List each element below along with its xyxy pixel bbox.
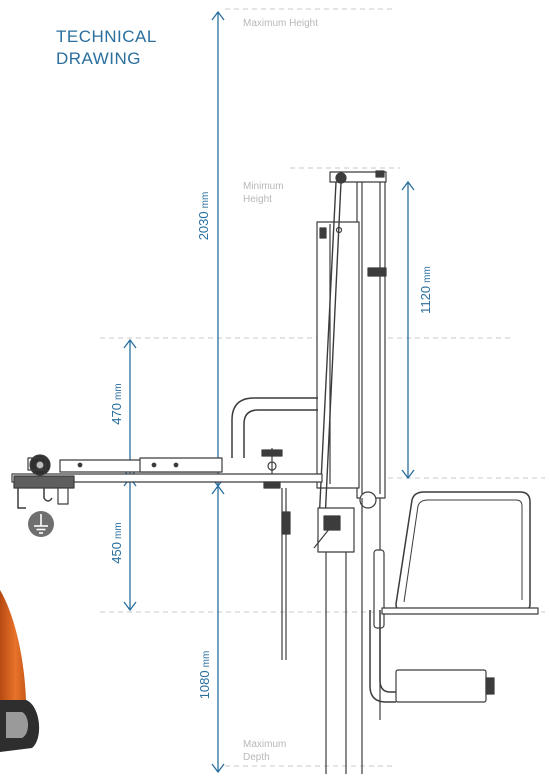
min-height-line-2: Height (243, 194, 272, 205)
title-line-1: TECHNICAL (56, 27, 157, 46)
arm-end-block (13, 475, 75, 489)
min-height-label: Minimum Height (243, 180, 284, 206)
seat-shell (395, 491, 531, 613)
dimension-labels: 2030mm 1120mm 470mm 450mm 1080mm (109, 192, 433, 700)
max-depth-line-2: Depth (243, 752, 270, 763)
dim-upper-arm-label: 470mm (109, 383, 124, 424)
max-height-label: Maximum Height (243, 18, 319, 29)
footrest-cylinder (395, 669, 487, 703)
dim-total-label: 2030mm (196, 192, 211, 241)
dimension-lines (123, 10, 415, 774)
dim-depth-label: 1080mm (197, 651, 212, 700)
max-depth-line-1: Maximum (243, 739, 287, 750)
arm-bar (11, 473, 323, 483)
ground-symbol-icon (28, 511, 54, 537)
title-line-2: DRAWING (56, 49, 142, 68)
min-height-line-1: Minimum (243, 181, 284, 192)
max-depth-label: Maximum Depth (243, 738, 286, 764)
page-title: TECHNICAL DRAWING (56, 26, 157, 70)
inner-column (316, 221, 360, 489)
orange-object (0, 590, 40, 752)
lift-machine (11, 170, 539, 774)
outer-post (356, 177, 386, 499)
dim-lower-arm-label: 450mm (109, 522, 124, 563)
dim-lift-label: 1120mm (418, 266, 433, 314)
